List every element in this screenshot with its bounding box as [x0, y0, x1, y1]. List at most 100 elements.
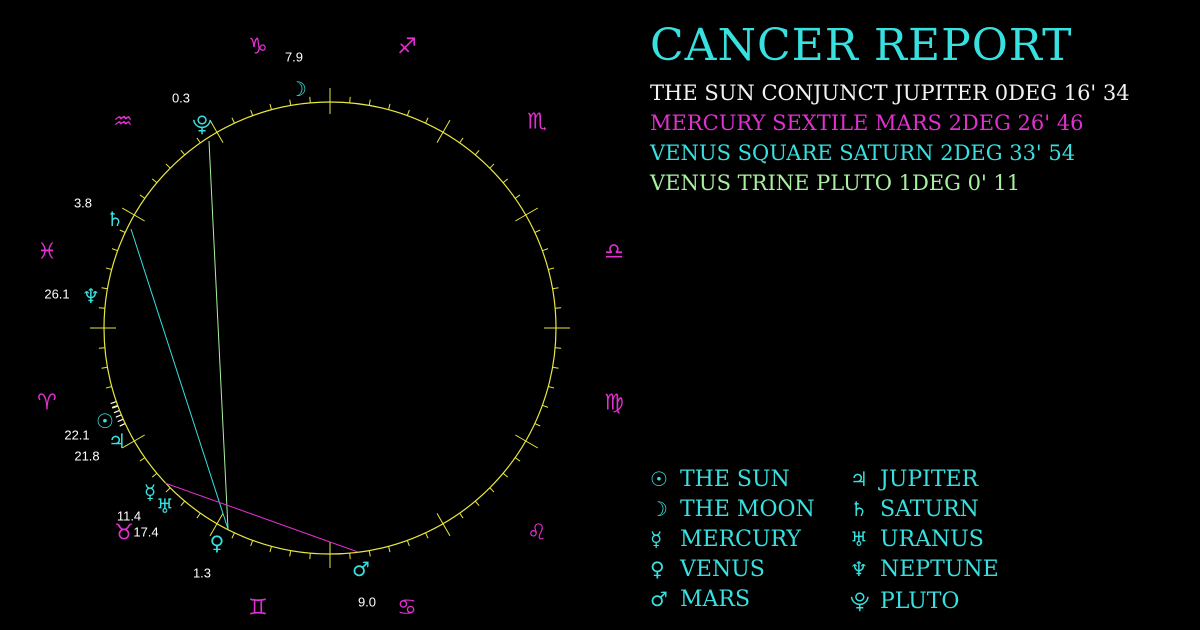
- minor-tick: [289, 99, 292, 106]
- minor-tick: [552, 366, 559, 369]
- cluster-tick: [119, 422, 126, 427]
- saturn-degree-label: 3.8: [74, 196, 92, 211]
- minor-tick: [555, 307, 562, 309]
- minor-tick: [289, 550, 292, 557]
- aspect-list: THE SUN CONJUNCT JUPITER 0DEG 16' 34 MER…: [650, 78, 1130, 198]
- minor-tick: [105, 267, 112, 270]
- cluster-tick: [113, 409, 120, 414]
- minor-tick: [101, 366, 108, 369]
- major-tick: [515, 434, 539, 449]
- minor-tick: [269, 546, 272, 553]
- venus-degree-label: 1.3: [193, 566, 211, 581]
- minor-tick: [406, 109, 410, 116]
- cluster-tick: [117, 418, 124, 423]
- minor-tick: [548, 267, 555, 270]
- minor-tick: [349, 96, 351, 103]
- major-tick: [515, 207, 539, 222]
- pluto-icon: ⯓: [192, 112, 212, 136]
- legend-label: URANUS: [880, 527, 984, 552]
- minor-tick: [101, 287, 108, 290]
- minor-tick: [555, 347, 562, 349]
- minor-tick: [514, 194, 521, 199]
- minor-tick: [165, 487, 171, 493]
- minor-tick: [474, 149, 480, 156]
- major-tick: [121, 207, 145, 222]
- minor-tick: [250, 109, 254, 116]
- minor-tick: [502, 178, 509, 184]
- minor-tick: [151, 178, 158, 184]
- sun-icon: ☉: [96, 409, 114, 433]
- minor-tick: [180, 500, 186, 507]
- minor-tick: [542, 248, 549, 252]
- legend-label: NEPTUNE: [880, 557, 999, 582]
- minor-tick: [542, 404, 549, 408]
- taurus-sign-icon: ♉: [114, 521, 134, 546]
- saturn-icon: ♄: [106, 207, 124, 231]
- minor-tick: [459, 512, 464, 519]
- mercury-icon: ☿: [144, 480, 156, 504]
- aspect-line-3: VENUS SQUARE SATURN 2DEG 33' 54: [650, 141, 1076, 165]
- virgo-sign-icon: ♍: [604, 391, 624, 416]
- jupiter-icon: ♃: [108, 429, 126, 453]
- sun-degree-label: 22.1: [64, 428, 89, 443]
- minor-tick: [459, 137, 464, 144]
- libra-sign-icon: ♎: [604, 240, 624, 265]
- uranus-icon: ♅: [156, 494, 174, 518]
- minor-tick: [196, 137, 201, 144]
- cancer-sign-icon: ♋: [397, 596, 417, 621]
- minor-tick: [269, 103, 272, 110]
- minor-tick: [231, 532, 235, 539]
- pisces-sign-icon: ♓: [37, 240, 57, 265]
- capricorn-sign-icon: ♑: [248, 35, 268, 60]
- scorpio-sign-icon: ♏: [527, 110, 547, 135]
- legend-item-venus: ♀ VENUS: [650, 557, 765, 582]
- venus-pluto-trine-line: [208, 140, 229, 530]
- minor-tick: [98, 307, 105, 309]
- neptune-degree-label: 26.1: [44, 287, 69, 302]
- aquarius-sign-icon: ♒: [113, 110, 133, 135]
- minor-tick: [231, 117, 235, 124]
- minor-tick: [388, 103, 391, 110]
- minor-tick: [502, 472, 509, 478]
- venus-icon: ♀: [650, 557, 665, 581]
- major-tick: [436, 119, 451, 143]
- minor-tick: [139, 194, 146, 199]
- mars-icon: ♂: [352, 557, 370, 581]
- minor-tick: [368, 550, 371, 557]
- minor-tick: [489, 163, 495, 169]
- major-tick: [209, 513, 224, 537]
- minor-tick: [548, 386, 555, 389]
- legend-label: THE SUN: [680, 467, 790, 492]
- minor-tick: [309, 96, 311, 103]
- sagittarius-sign-icon: ♐: [397, 35, 417, 60]
- minor-tick: [196, 512, 201, 519]
- aspect-line-4: VENUS TRINE PLUTO 1DEG 0' 11: [650, 171, 1021, 195]
- moon-icon: ☽: [650, 497, 668, 521]
- pluto-icon: ⯓: [850, 589, 870, 613]
- mercury-degree-label: 11.4: [117, 509, 141, 524]
- moon-degree-label: 7.9: [285, 50, 303, 65]
- wheel-circle: [103, 101, 557, 555]
- minor-tick: [105, 386, 112, 389]
- legend-label: MARS: [680, 587, 751, 612]
- minor-tick: [119, 229, 126, 233]
- mars-degree-label: 9.0: [358, 595, 376, 610]
- gemini-sign-icon: ♊: [248, 596, 268, 621]
- sun-icon: ☉: [650, 467, 668, 491]
- major-tick: [436, 513, 451, 537]
- legend-label: MERCURY: [680, 527, 801, 552]
- minor-tick: [309, 553, 311, 560]
- minor-tick: [111, 404, 118, 408]
- minor-tick: [552, 287, 559, 290]
- cluster-tick: [115, 414, 122, 418]
- legend-item-uranus: ♅URANUS: [850, 527, 984, 552]
- legend-label: JUPITER: [880, 467, 979, 492]
- mercury-icon: ☿: [650, 527, 663, 551]
- legend-item-neptune: ♆NEPTUNE: [850, 557, 999, 582]
- legend-label: VENUS: [680, 557, 765, 582]
- minor-tick: [111, 248, 118, 252]
- minor-tick: [534, 423, 541, 427]
- zodiac-signs: ♑♐♏♎♍♌♋♊♉♈♓♒: [37, 35, 624, 621]
- cluster-tick: [112, 405, 119, 409]
- minor-tick: [165, 163, 171, 169]
